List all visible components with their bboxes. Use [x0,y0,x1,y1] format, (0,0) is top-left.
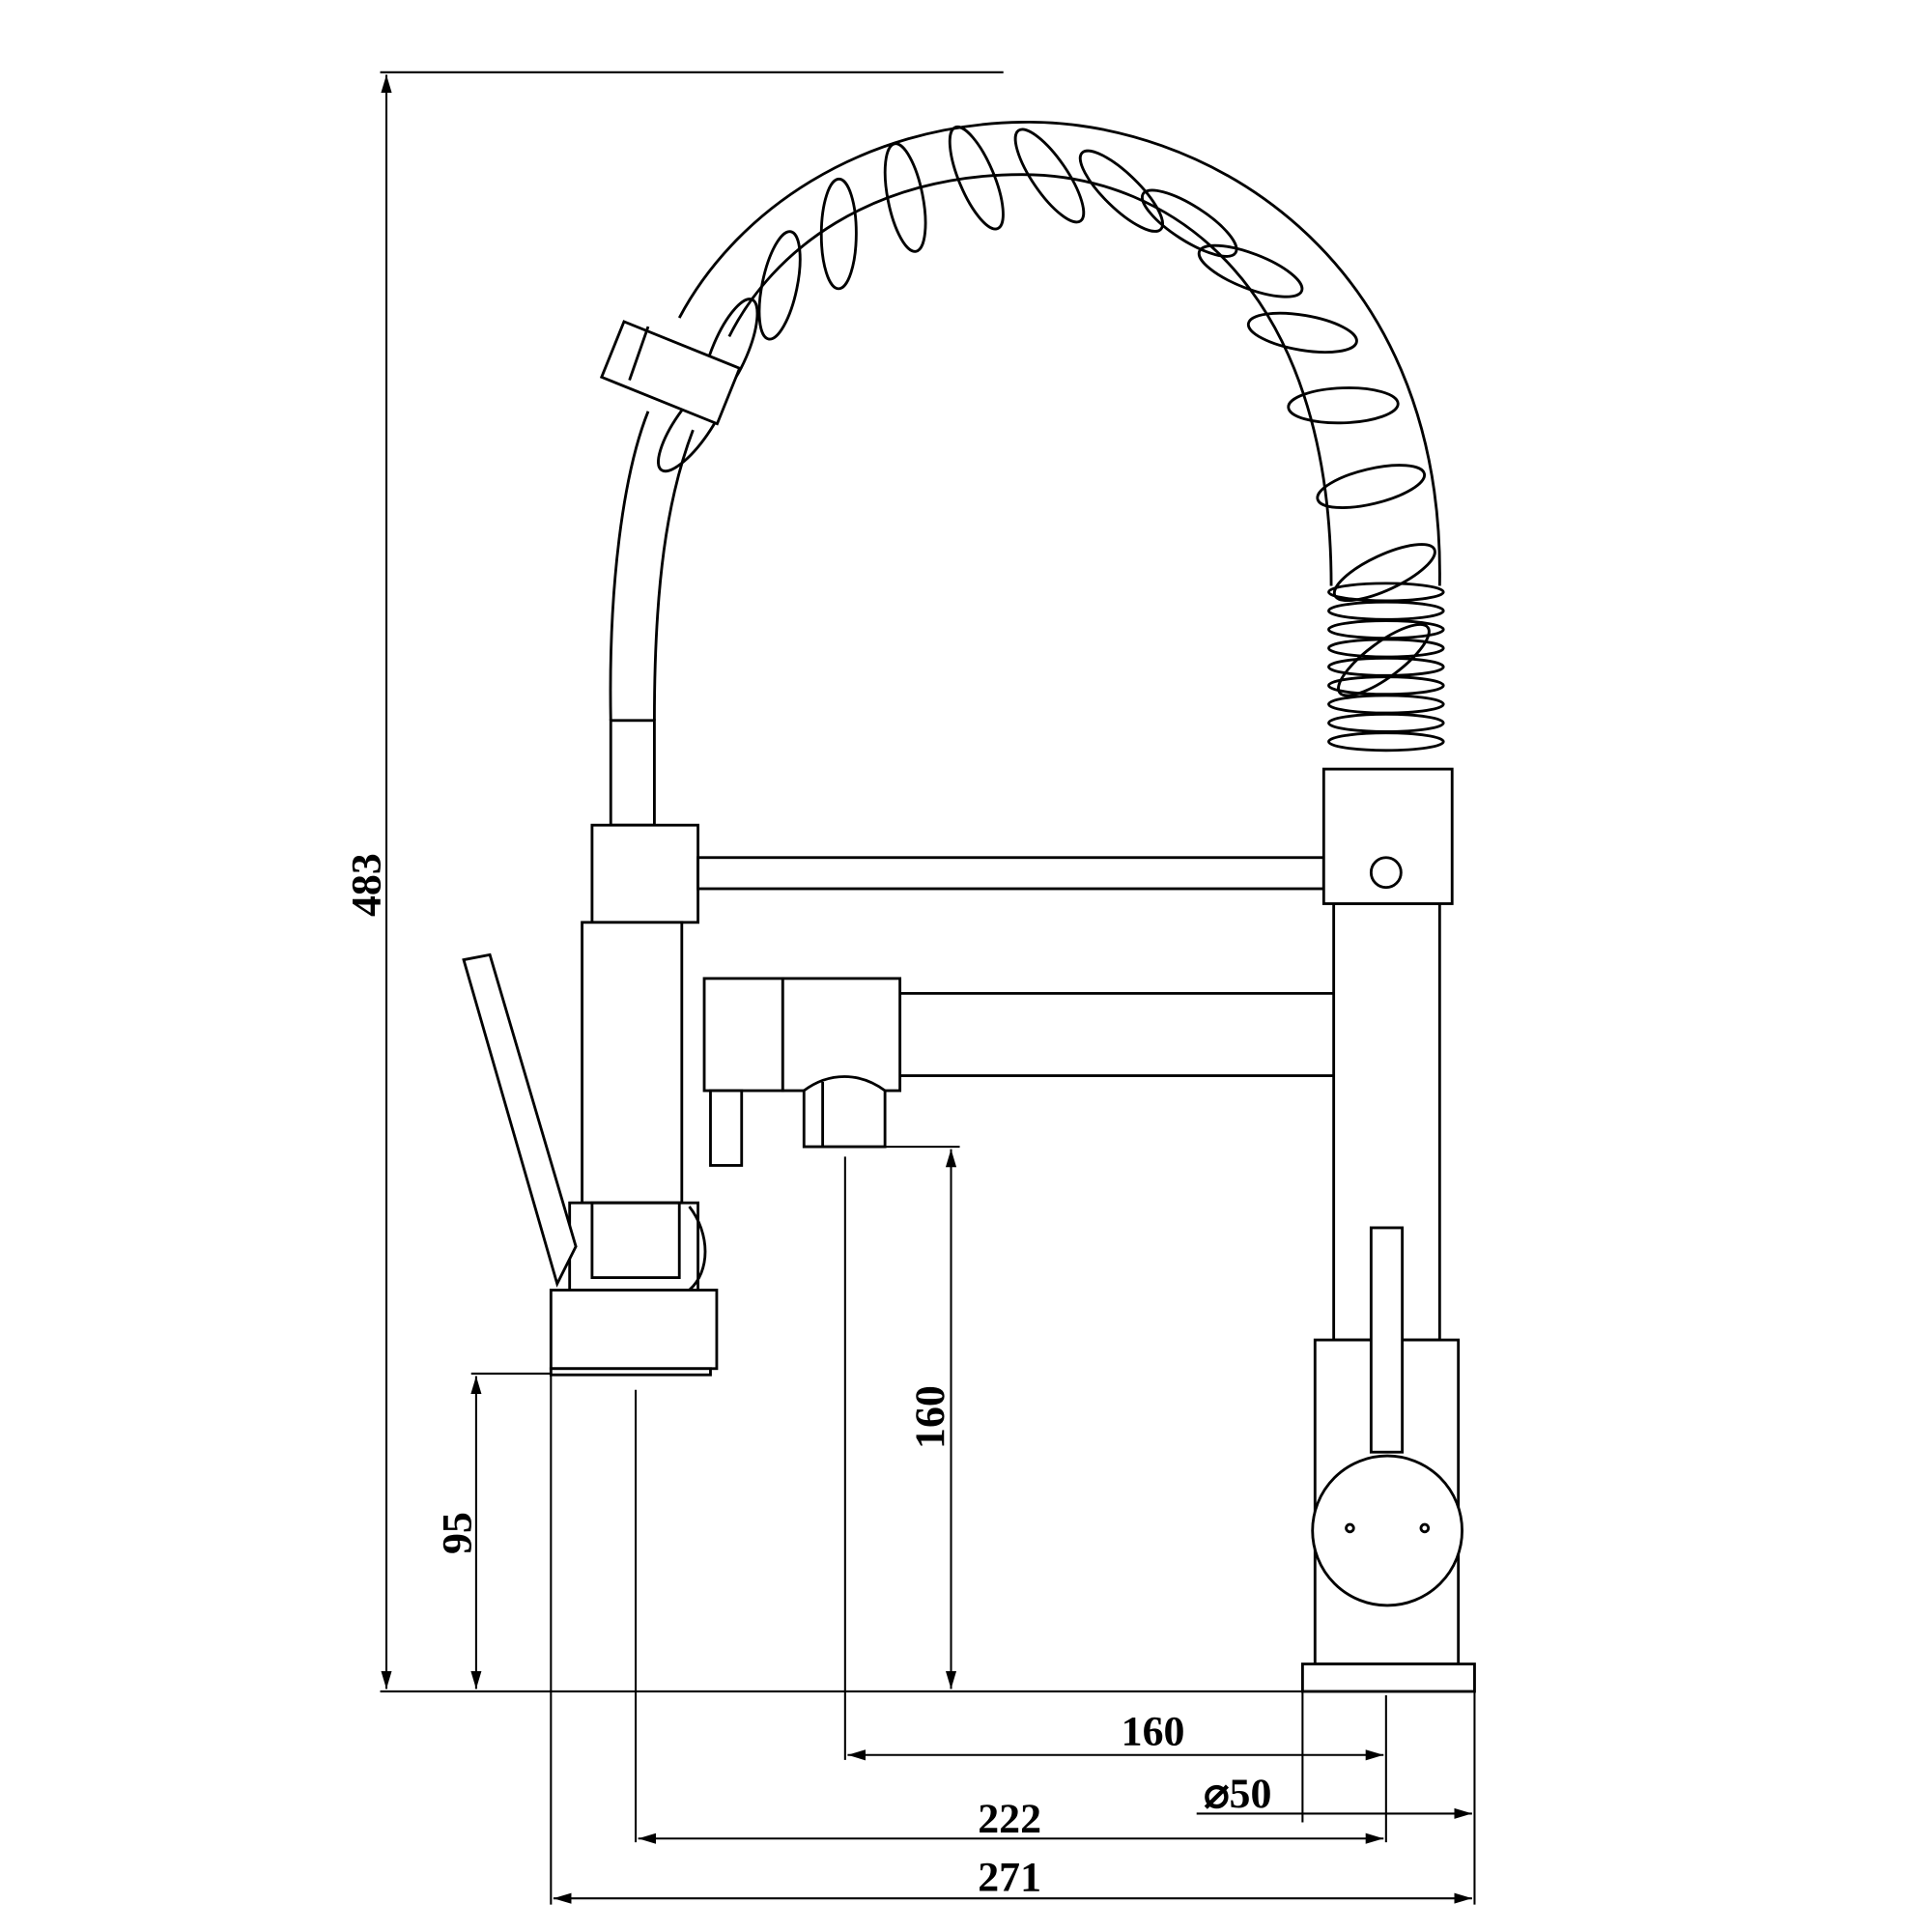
coil-loop [1287,386,1400,425]
dim-spout-reach: 222 [978,1796,1041,1842]
dim-pot-filler-reach: 160 [1122,1708,1185,1754]
coil-loop [1327,656,1445,677]
coil-loop [1141,188,1238,258]
dimension-lines [380,71,1476,1905]
coil-loop [1013,128,1086,224]
spring-coil [657,125,1445,753]
button-icon [1369,856,1403,890]
coil-loop [1327,712,1445,733]
dim-total-height: 483 [344,853,390,917]
coil-loop [1327,731,1445,753]
coil-loop [757,230,802,341]
coil-loop [1327,694,1445,715]
side-lever [462,952,578,1288]
pot-filler-arm [702,977,1360,1167]
coil-loop [883,142,927,253]
dim-base-diameter: ⌀50 [1204,1771,1271,1817]
coil-loop [1327,600,1445,621]
coil-loop [948,125,1005,231]
coil-loop [1327,638,1445,659]
coil-loop [819,177,858,291]
faucet-main-body [1300,767,1476,1693]
coil-loop [1197,243,1304,298]
dim-spout-height: 95 [435,1512,481,1554]
coil-loop [1078,149,1164,233]
spray-head [599,320,742,426]
coil-loop [1337,623,1431,697]
dim-overall-width: 271 [978,1854,1041,1900]
coil-loop [1246,311,1358,354]
coil-loop [1316,464,1427,509]
dim-pot-filler-height: 160 [907,1385,953,1449]
coil-loop [1327,619,1445,640]
